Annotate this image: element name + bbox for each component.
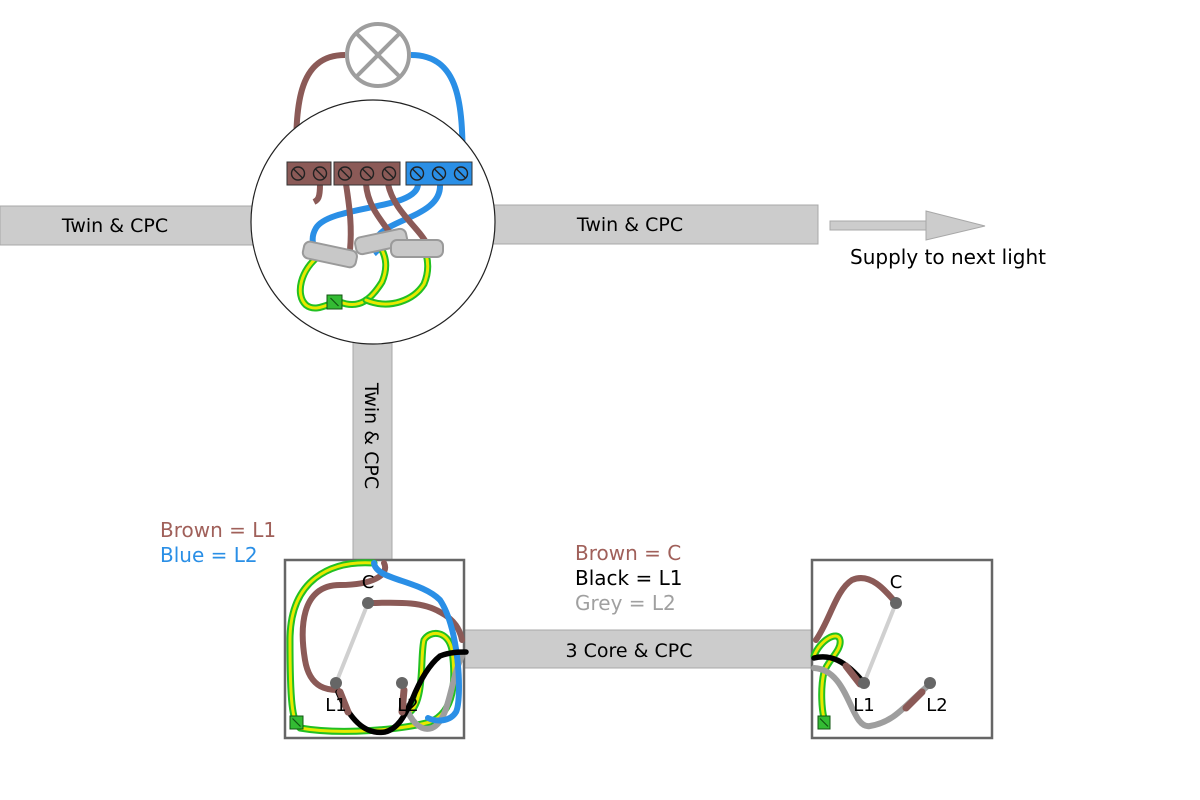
switch2-terminal-l2 bbox=[924, 677, 936, 689]
switch1-terminal-l2 bbox=[396, 677, 408, 689]
switch2-key-brown: Brown = C bbox=[575, 541, 681, 565]
cable-label-bottom: 3 Core & CPC bbox=[566, 640, 693, 662]
switch2-label-l1: L1 bbox=[853, 695, 874, 716]
switch2-wiring bbox=[810, 575, 933, 730]
switch1-label-l2: L2 bbox=[397, 695, 418, 716]
switch2-label-c: C bbox=[890, 572, 903, 593]
switch1-earth-terminal-icon bbox=[289, 715, 304, 730]
switch1-label-l1: L1 bbox=[325, 695, 346, 716]
earth-terminal-icon bbox=[326, 294, 343, 310]
rose-connectors bbox=[301, 227, 444, 269]
switch1-terminal-c bbox=[362, 597, 374, 609]
switch1-key-blue: Blue = L2 bbox=[160, 543, 258, 567]
loop-terminal-brown-3 bbox=[333, 161, 401, 186]
cable-label-left: Twin & CPC bbox=[61, 215, 168, 237]
loop-terminal-blue-3 bbox=[405, 161, 473, 186]
cable-label-right: Twin & CPC bbox=[576, 214, 683, 236]
switch2-key-grey: Grey = L2 bbox=[575, 591, 676, 615]
cable-right-twin-cpc bbox=[489, 204, 819, 245]
cable-label-vertical: Twin & CPC bbox=[360, 382, 382, 489]
switch2-terminal-c bbox=[890, 597, 902, 609]
supply-label: Supply to next light bbox=[850, 245, 1046, 269]
switch1-box bbox=[283, 558, 466, 740]
loop-terminal-brown-2 bbox=[286, 161, 332, 186]
supply-arrow-icon bbox=[829, 210, 986, 241]
cable-left-twin-cpc bbox=[0, 205, 257, 246]
switch1-wiring bbox=[286, 559, 469, 736]
switch2-label-l2: L2 bbox=[926, 695, 947, 716]
switch1-key-brown: Brown = L1 bbox=[160, 518, 276, 542]
switch1-label-c: C bbox=[362, 572, 375, 593]
ceiling-rose bbox=[250, 99, 496, 345]
cable-3core-cpc bbox=[461, 629, 819, 669]
switch2-key-black: Black = L1 bbox=[575, 566, 682, 590]
switch2-terminal-l1 bbox=[858, 677, 870, 689]
lamp-icon bbox=[345, 22, 411, 88]
switch2-earth-terminal-icon bbox=[817, 715, 831, 730]
switch1-terminal-l1 bbox=[330, 677, 342, 689]
